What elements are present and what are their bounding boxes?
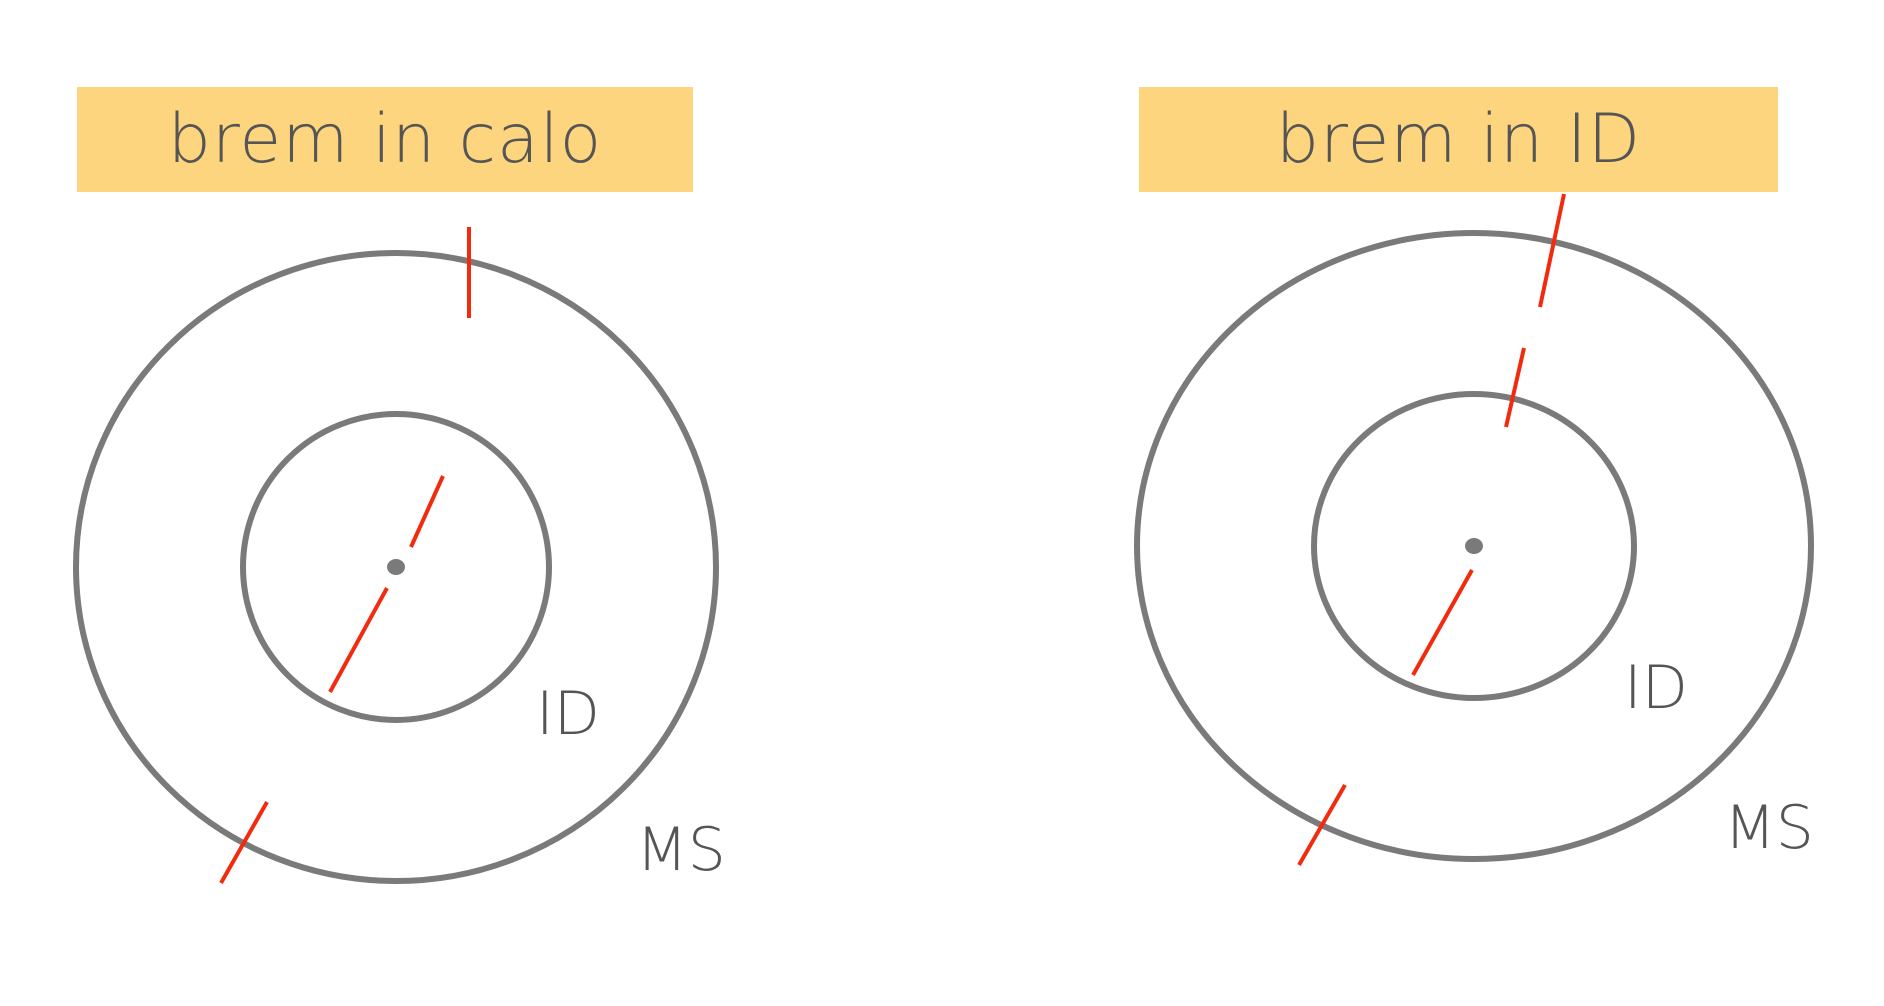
interaction-vertex <box>387 559 405 575</box>
id-label: ID <box>536 679 600 749</box>
panel-title: brem in ID <box>1139 87 1778 192</box>
ms-label: MS <box>636 815 726 885</box>
detector-diagram: ID MS <box>73 227 726 885</box>
interaction-vertex <box>1465 538 1483 554</box>
track-segment-id-upper <box>1504 347 1526 428</box>
track-segment-ms-lower <box>219 801 269 884</box>
ms-ring <box>73 250 719 884</box>
id-ring <box>240 411 552 723</box>
track-segment-ms-upper <box>1538 193 1566 308</box>
ms-ring <box>1134 230 1814 862</box>
track-segment-id-lower <box>1411 569 1474 676</box>
panel-brem-in-id: brem in ID ID MS <box>942 0 1884 1006</box>
detector-diagram: ID MS <box>1134 193 1814 866</box>
id-ring <box>1311 391 1637 701</box>
track-segment-ms-lower <box>1297 784 1347 866</box>
track-segment-id-upper <box>409 475 445 548</box>
id-label: ID <box>1624 653 1688 723</box>
ms-label: MS <box>1724 793 1814 863</box>
track-segment-id-lower <box>328 587 389 693</box>
panel-brem-in-calo: brem in calo ID MS <box>73 87 726 885</box>
panel-title: brem in calo <box>77 87 693 192</box>
